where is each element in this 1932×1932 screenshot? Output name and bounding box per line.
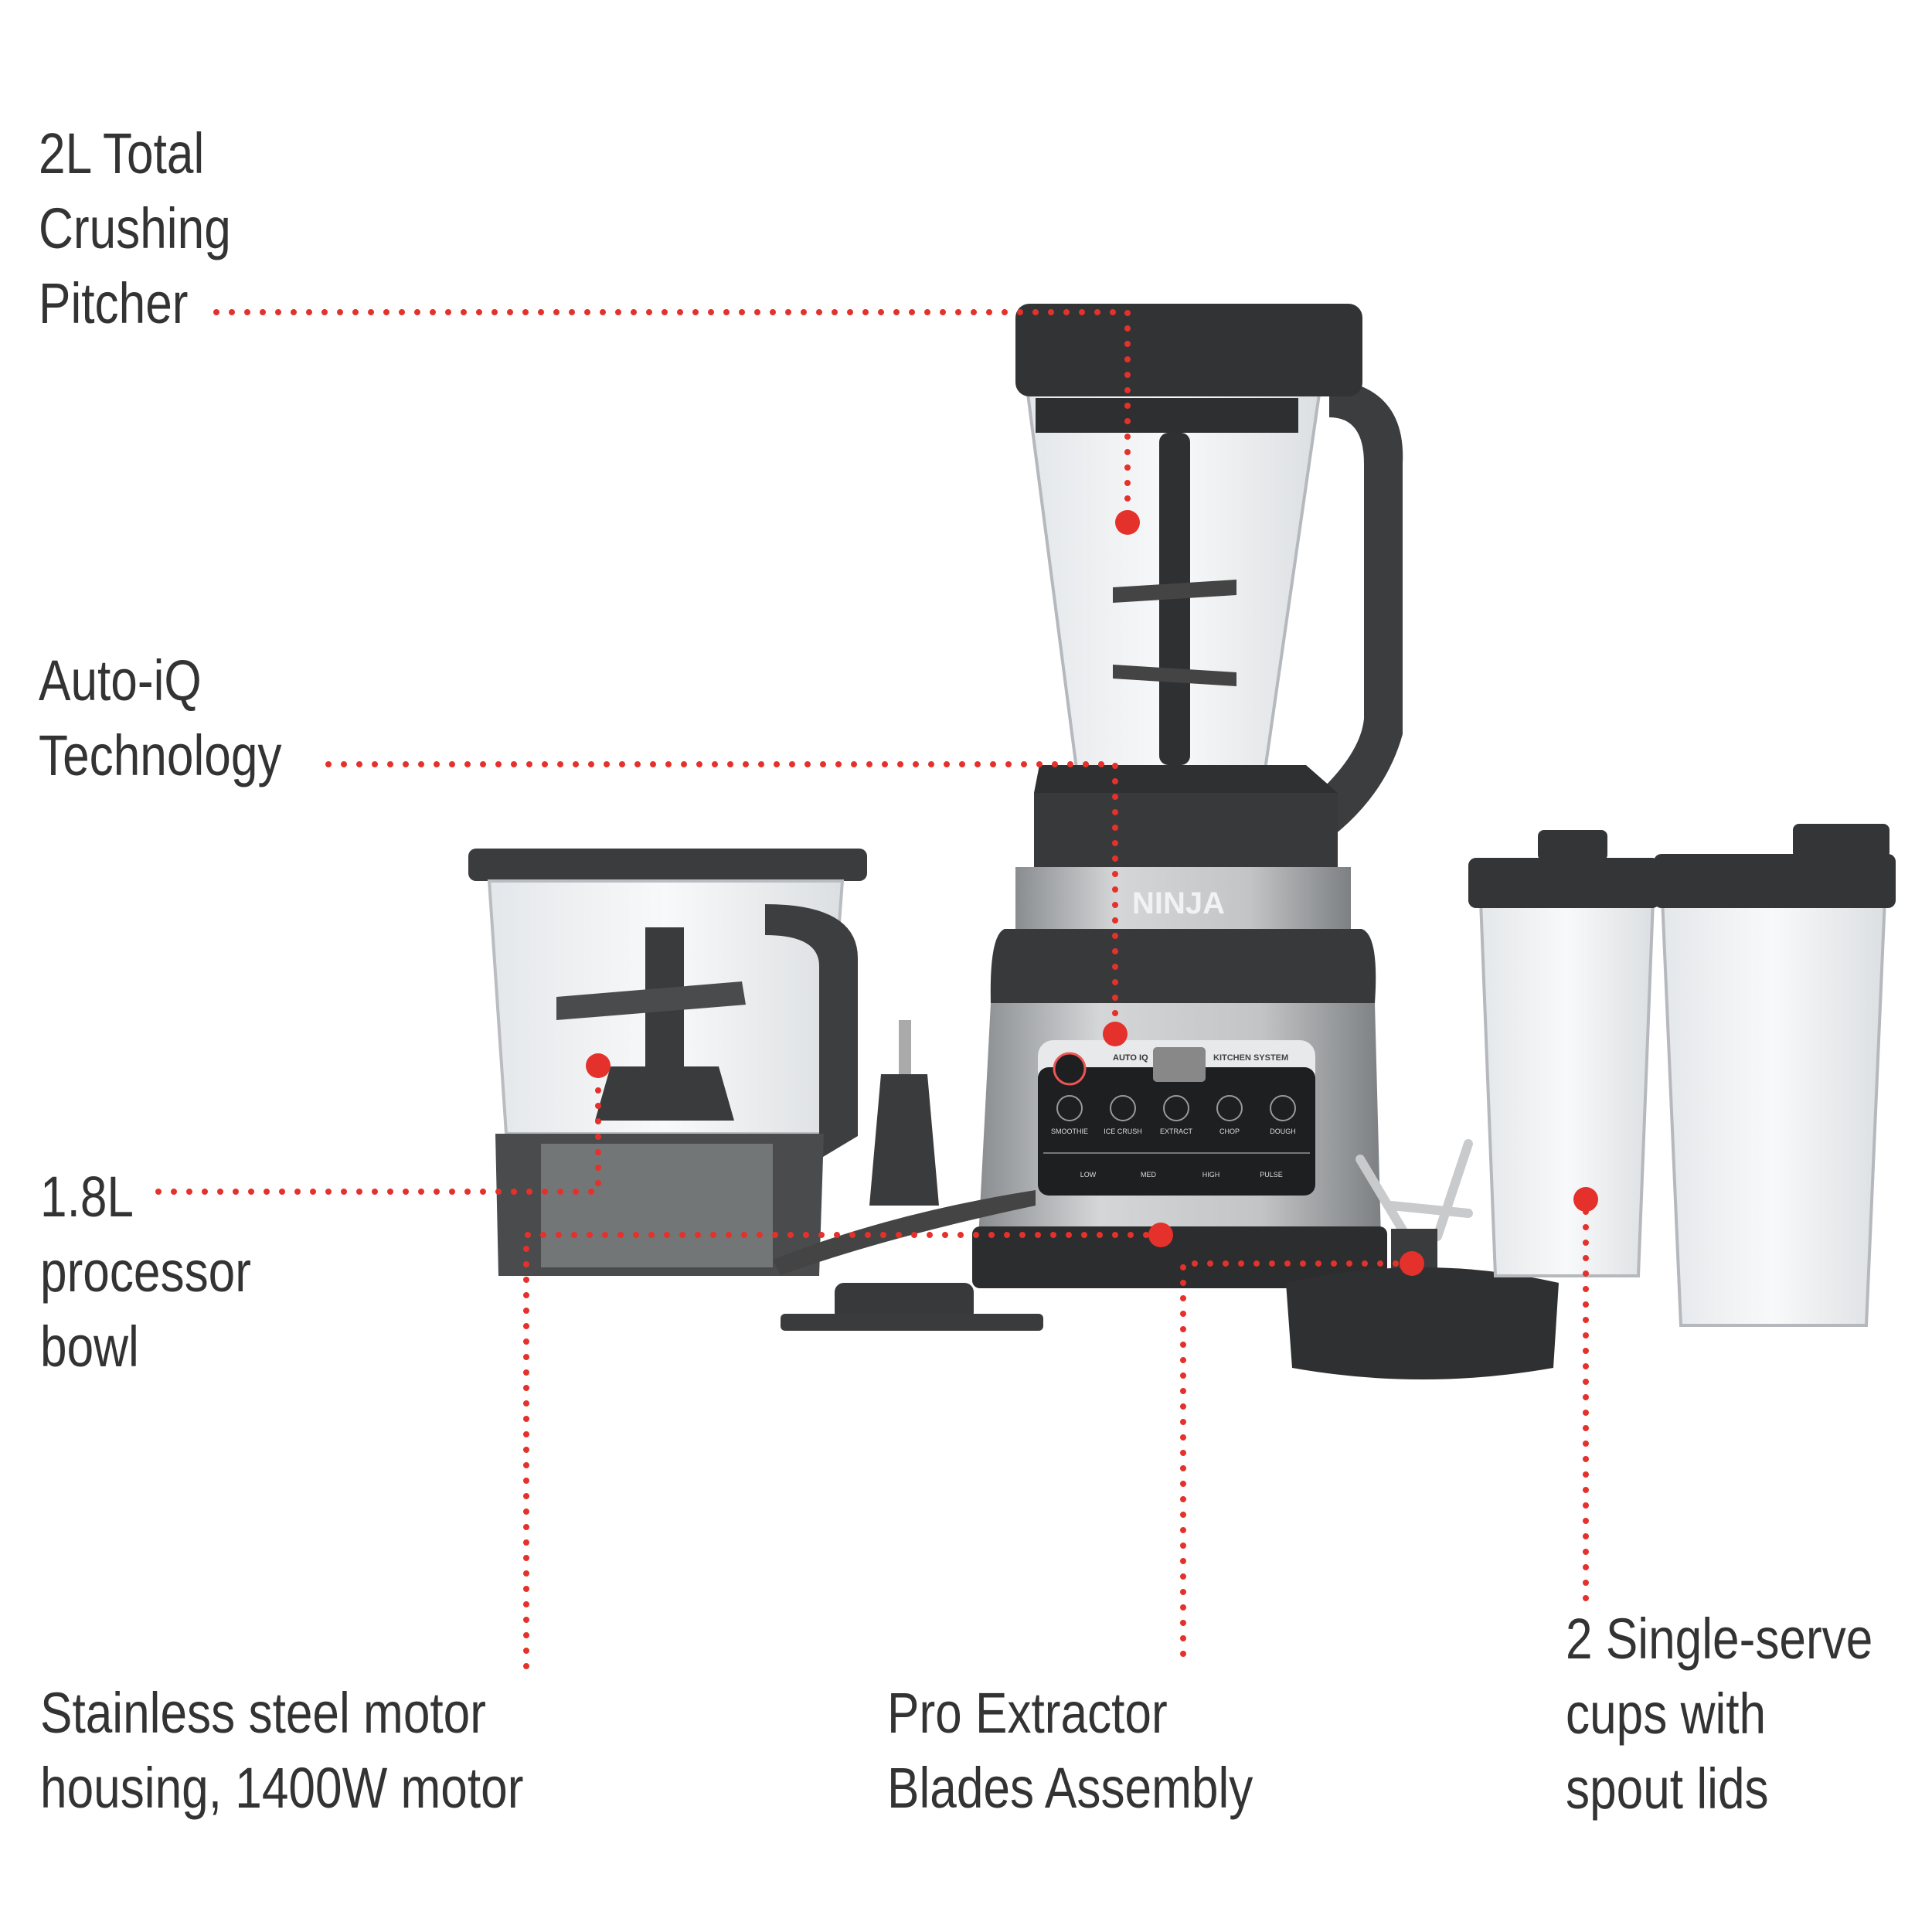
callout-lines <box>155 309 1589 1669</box>
speed-med: MED <box>1141 1171 1157 1179</box>
callout-text: 2L Total <box>39 121 205 185</box>
callout-motor: Stainless steel motor housing, 1400W mot… <box>40 1675 523 1825</box>
speed-pulse: PULSE <box>1260 1171 1283 1179</box>
chopping-blade <box>773 1020 1043 1331</box>
autoiq-dot <box>1103 1022 1128 1046</box>
callout-autoiq: Auto-iQ Technology <box>39 643 281 793</box>
panel-label-kitchen-system: KITCHEN SYSTEM <box>1213 1053 1288 1063</box>
callout-text: spout lids <box>1566 1757 1769 1821</box>
ice-crush-icon <box>1110 1095 1136 1121</box>
bowl-dot <box>586 1053 611 1078</box>
extractor-blade-assembly <box>1286 1139 1559 1379</box>
callout-text: Technology <box>39 723 282 787</box>
program-smoothie: SMOOTHIE <box>1051 1128 1088 1135</box>
program-chop: CHOP <box>1219 1128 1240 1135</box>
extract-icon <box>1163 1095 1189 1121</box>
program-ice-crush: ICE CRUSH <box>1104 1128 1142 1135</box>
dough-icon <box>1270 1095 1296 1121</box>
callout-cups: 2 Single-serve cups with spout lids <box>1566 1601 1872 1826</box>
cups-dot <box>1573 1187 1598 1212</box>
callout-text: bowl <box>40 1315 139 1379</box>
autoiq-callout-line <box>325 761 1118 1037</box>
callout-text: processor <box>40 1240 251 1304</box>
callout-text: 1.8L <box>40 1165 134 1229</box>
callout-text: Blades Assembly <box>887 1756 1253 1820</box>
program-extract: EXTRACT <box>1160 1128 1193 1135</box>
blades-callout-line <box>1180 1260 1415 1657</box>
callout-blades: Pro Extractor Blades Assembly <box>887 1675 1253 1825</box>
program-dough: DOUGH <box>1270 1128 1296 1135</box>
motor-base: NINJA AUTO IQ KITCHEN SYSTEM SMOOTHIE IC… <box>972 793 1387 1288</box>
speed-high: HIGH <box>1202 1171 1220 1179</box>
pitcher-callout-line <box>213 309 1131 526</box>
crushing-pitcher <box>1015 304 1403 850</box>
panel-label-auto-iq: AUTO IQ <box>1113 1053 1148 1063</box>
callout-text: Auto-iQ <box>39 648 202 713</box>
single-serve-cups <box>1468 824 1896 1327</box>
processor-bowl <box>468 849 867 1276</box>
brand-logo: NINJA <box>1132 886 1225 920</box>
callout-text: Stainless steel motor <box>40 1681 486 1745</box>
power-icon <box>1053 1052 1087 1086</box>
chop-icon <box>1216 1095 1243 1121</box>
callout-bowl: 1.8L processor bowl <box>40 1159 251 1384</box>
callout-dots <box>586 510 1598 1276</box>
callout-text: 2 Single-serve <box>1566 1607 1873 1671</box>
bowl-callout-line <box>155 1063 601 1195</box>
motor-dot <box>1148 1223 1173 1247</box>
callout-text: Pitcher <box>39 271 189 335</box>
callout-text: Pro Extractor <box>887 1681 1168 1745</box>
speed-low: LOW <box>1080 1171 1097 1179</box>
blades-dot <box>1400 1251 1424 1276</box>
callout-text: cups with <box>1566 1682 1767 1746</box>
motor-callout-line <box>523 1232 1164 1669</box>
callout-text: Crushing <box>39 196 231 260</box>
callout-text: housing, 1400W motor <box>40 1756 524 1820</box>
smoothie-icon <box>1056 1095 1083 1121</box>
callout-pitcher: 2L Total Crushing Pitcher <box>39 116 231 341</box>
pitcher-dot <box>1115 510 1140 535</box>
